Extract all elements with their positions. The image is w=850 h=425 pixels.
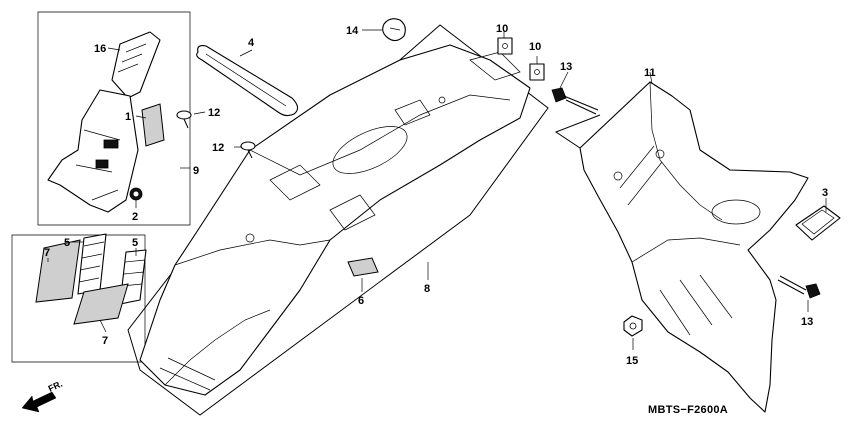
callout-14: 14 [346, 25, 359, 37]
battery-band-group [37, 11, 191, 226]
callout-12-b: 12 [212, 142, 224, 154]
nut-15 [623, 315, 643, 337]
front-arrow-icon [21, 391, 57, 413]
bolt-12-a [176, 110, 192, 129]
callout-16: 16 [94, 43, 106, 55]
callout-13-b: 13 [801, 316, 813, 328]
clip-10-b [529, 63, 545, 81]
leader-lines [47, 29, 827, 350]
front-label: FR. [47, 379, 64, 394]
callout-13-a: 13 [560, 61, 572, 73]
callout-12-a: 12 [208, 107, 220, 119]
rear-fender-8 [127, 24, 549, 416]
callout-2: 2 [132, 211, 138, 223]
callout-6: 6 [358, 295, 364, 307]
clip-14 [382, 18, 406, 42]
callout-11: 11 [644, 67, 656, 79]
callout-10-b: 10 [529, 41, 541, 53]
callout-8: 8 [424, 283, 430, 295]
inner-fender-11 [554, 81, 809, 413]
callout-4: 4 [248, 37, 255, 49]
callout-5-b: 5 [132, 237, 138, 249]
callout-labels: 16 1 9 2 4 12 12 14 10 10 13 11 3 13 15 … [44, 23, 828, 367]
callout-15: 15 [626, 355, 638, 367]
callout-5-a: 5 [64, 237, 70, 249]
callout-1: 1 [125, 111, 131, 123]
front-direction-indicator: FR. [21, 379, 64, 413]
callout-10-a: 10 [496, 23, 508, 35]
callout-9: 9 [193, 165, 199, 177]
clip-10-a [497, 37, 513, 55]
cushion-group [11, 233, 147, 363]
bolt-13-a [551, 87, 599, 115]
callout-7-b: 7 [102, 335, 108, 347]
bolt-13-b [777, 275, 821, 299]
reflector-3 [795, 205, 841, 241]
drawing-code: MBTS−F2600A [648, 404, 728, 416]
bolt-12-b [240, 141, 256, 159]
callout-7-a: 7 [44, 247, 50, 259]
callout-3: 3 [822, 187, 828, 199]
rubber-band-4 [196, 45, 299, 117]
